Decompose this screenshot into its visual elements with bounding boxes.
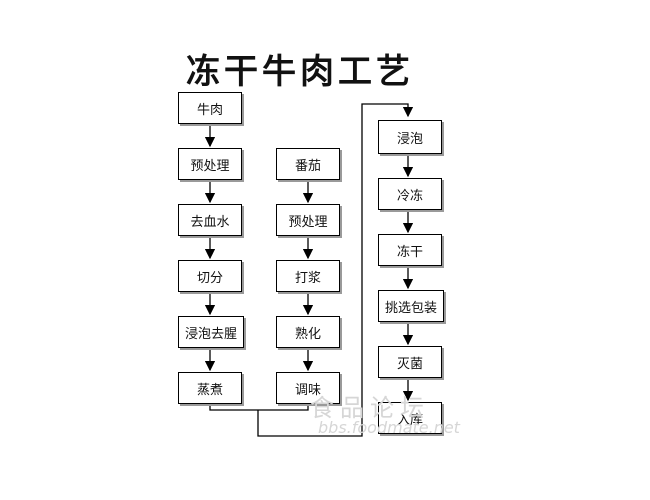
step-storage: 入库 <box>378 402 442 434</box>
bridge-line <box>257 103 414 437</box>
step-ripen: 熟化 <box>276 316 340 348</box>
step-soak: 浸泡 <box>378 120 442 154</box>
watermark-text: 食品论坛 <box>310 394 430 422</box>
step-steam-cook: 蒸煮 <box>178 372 242 404</box>
step-freeze: 冷冻 <box>378 178 442 210</box>
step-cut: 切分 <box>178 260 242 292</box>
step-beef: 牛肉 <box>178 92 242 124</box>
step-remove-blood: 去血水 <box>178 204 242 236</box>
step-pretreat-2: 预处理 <box>276 204 340 236</box>
step-pretreat-1: 预处理 <box>178 148 242 180</box>
diagram-title: 冻干牛肉工艺 <box>186 52 414 92</box>
watermark-url: bbs.foodmate.net <box>318 418 460 437</box>
step-tomato: 番茄 <box>276 148 340 180</box>
step-freeze-dry: 冻干 <box>378 234 442 266</box>
step-sterilize: 灭菌 <box>378 346 442 378</box>
merge-line <box>209 404 309 411</box>
step-season: 调味 <box>276 372 340 404</box>
step-pulp: 打浆 <box>276 260 340 292</box>
step-select-pack: 挑选包装 <box>378 290 444 322</box>
step-soak-deodorize: 浸泡去腥 <box>178 316 244 348</box>
